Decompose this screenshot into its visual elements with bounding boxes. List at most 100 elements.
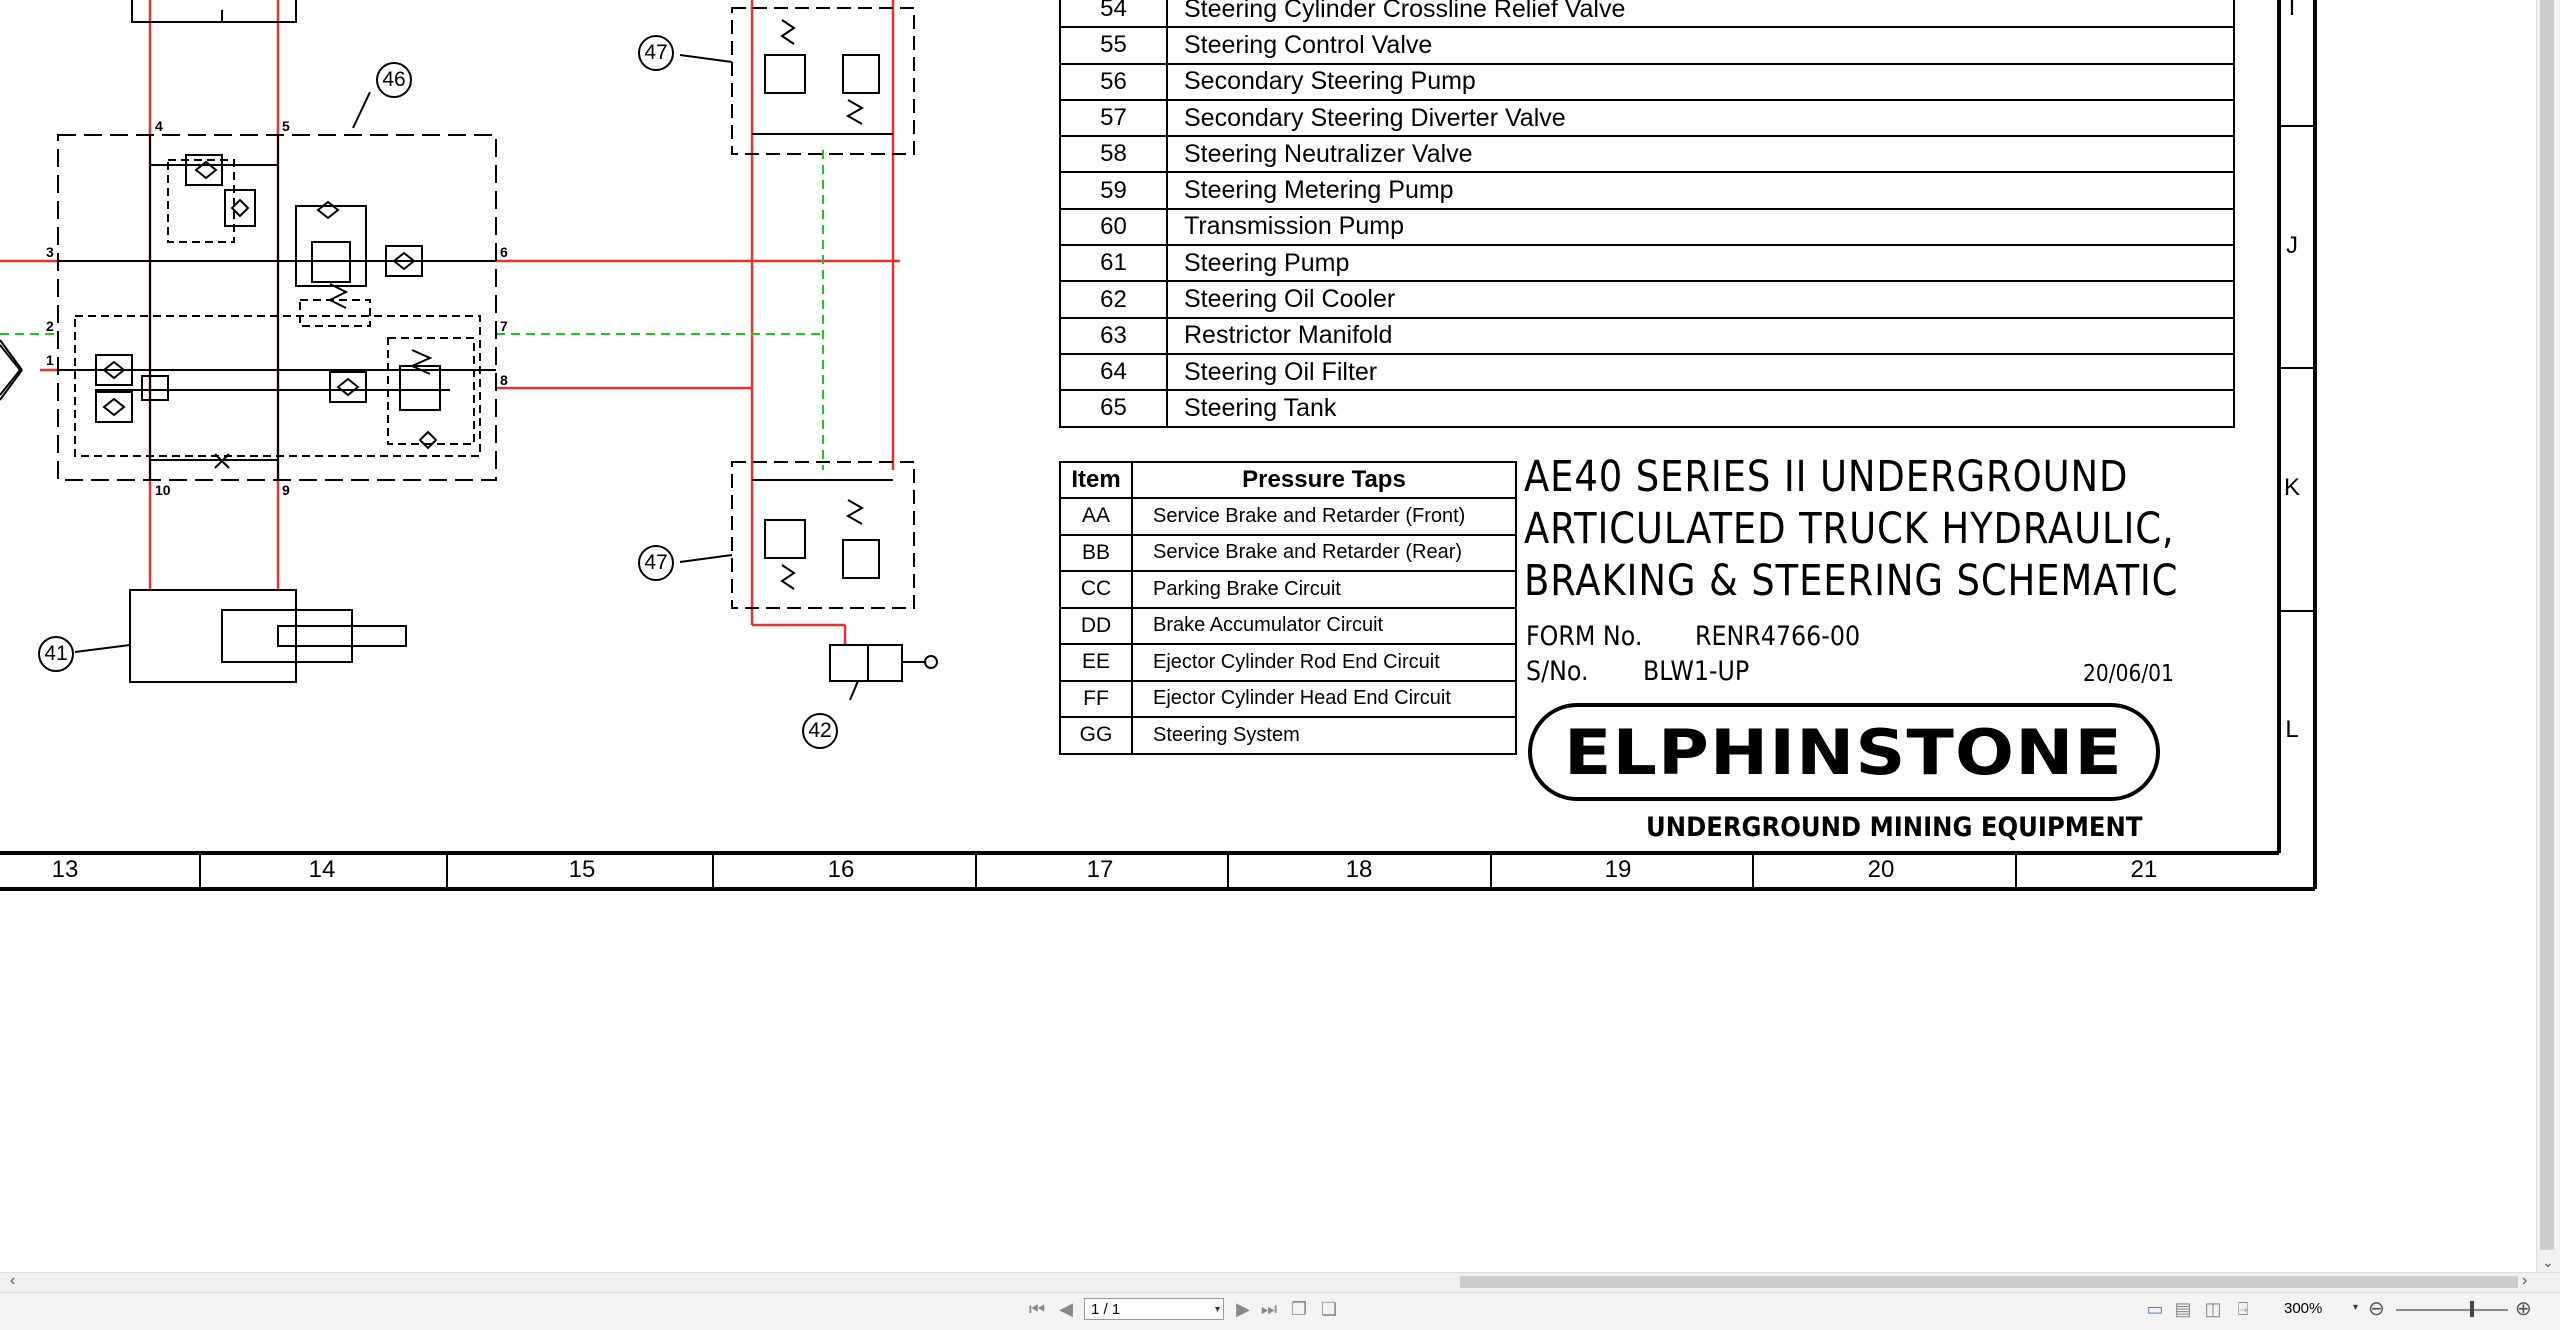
zoom-dropdown-icon[interactable]: ▾ bbox=[2353, 1302, 2359, 1313]
two-page-view-icon[interactable]: ◫ bbox=[2204, 1299, 2222, 1319]
part-name: Steering Tank bbox=[1166, 389, 2235, 428]
zoom-level[interactable]: 300% bbox=[2284, 1300, 2323, 1317]
port-label-1: 1 bbox=[46, 352, 54, 368]
scroll-right-arrow-icon[interactable]: › bbox=[2522, 1272, 2528, 1289]
zoom-slider-thumb[interactable] bbox=[2470, 1301, 2474, 1317]
taps-header-item: Item bbox=[1059, 461, 1133, 499]
drawing-date: 20/06/01 bbox=[2083, 661, 2174, 687]
callout-41: 41 bbox=[38, 636, 74, 672]
callout-42: 42 bbox=[802, 713, 838, 749]
vertical-scroll-thumb[interactable] bbox=[2540, 0, 2554, 1250]
tap-description: Ejector Cylinder Rod End Circuit bbox=[1131, 643, 1517, 682]
page-number-field[interactable]: 1 / 1 ▾ bbox=[1084, 1298, 1224, 1320]
tap-description: Steering System bbox=[1131, 716, 1517, 755]
zoom-in-icon[interactable]: ⊕ bbox=[2515, 1298, 2532, 1320]
page-view-icon[interactable]: ❏ bbox=[1320, 1299, 1338, 1319]
port-label-5: 5 bbox=[282, 118, 290, 134]
grid-row-k: K bbox=[2283, 474, 2300, 501]
next-page-icon[interactable]: ▶ bbox=[1236, 1299, 1250, 1319]
callout-46: 46 bbox=[376, 62, 412, 98]
horizontal-scroll-thumb[interactable] bbox=[1460, 1276, 2518, 1288]
copy-pages-icon[interactable]: ❐ bbox=[1290, 1299, 1308, 1319]
part-name: Steering Oil Cooler bbox=[1166, 280, 2235, 319]
taps-header-title: Pressure Taps bbox=[1131, 461, 1517, 499]
grid-col-15: 15 bbox=[568, 856, 596, 883]
grid-col-16: 16 bbox=[827, 856, 855, 883]
tap-item-code: FF bbox=[1059, 679, 1133, 718]
grid-col-21: 21 bbox=[2130, 856, 2158, 883]
tap-description: Parking Brake Circuit bbox=[1131, 570, 1517, 609]
part-number: 59 bbox=[1059, 171, 1168, 210]
port-label-7: 7 bbox=[500, 318, 508, 334]
page-dropdown-icon[interactable]: ▾ bbox=[1214, 1304, 1220, 1315]
zoom-slider[interactable] bbox=[2396, 1309, 2508, 1311]
grid-row-l: L bbox=[2285, 716, 2299, 743]
grid-row-i: I bbox=[2288, 0, 2296, 21]
tap-description: Brake Accumulator Circuit bbox=[1131, 606, 1517, 645]
part-number: 65 bbox=[1059, 389, 1168, 428]
part-name: Secondary Steering Pump bbox=[1166, 62, 2235, 101]
tap-item-code: DD bbox=[1059, 606, 1133, 645]
grid-row-j: J bbox=[2286, 232, 2298, 259]
port-label-2: 2 bbox=[46, 318, 54, 334]
part-name: Steering Pump bbox=[1166, 244, 2235, 283]
last-page-icon[interactable]: ⏭ bbox=[1260, 1299, 1278, 1319]
grid-col-18: 18 bbox=[1345, 856, 1373, 883]
page-indicator: 1 / 1 bbox=[1091, 1301, 1121, 1318]
port-label-4: 4 bbox=[155, 118, 163, 134]
fit-page-icon[interactable]: ⍈ bbox=[2237, 1299, 2249, 1319]
grid-col-19: 19 bbox=[1604, 856, 1632, 883]
part-number: 61 bbox=[1059, 244, 1168, 283]
grid-col-20: 20 bbox=[1867, 856, 1895, 883]
part-name: Steering Oil Filter bbox=[1166, 352, 2235, 392]
tap-description: Service Brake and Retarder (Rear) bbox=[1131, 533, 1517, 572]
scroll-down-arrow-icon[interactable]: ⌄ bbox=[2542, 1254, 2554, 1270]
tap-item-code: BB bbox=[1059, 533, 1133, 572]
elphinstone-logo: ELPHINSTONE bbox=[1528, 703, 2160, 801]
port-label-8: 8 bbox=[500, 372, 508, 388]
serial-number: BLW1-UP bbox=[1643, 656, 1750, 687]
tap-item-code: AA bbox=[1059, 497, 1133, 536]
logo-text: ELPHINSTONE bbox=[1564, 715, 2124, 789]
tap-item-code: CC bbox=[1059, 570, 1133, 609]
part-number: 58 bbox=[1059, 135, 1168, 174]
part-name: Steering Neutralizer Valve bbox=[1166, 135, 2235, 174]
part-number: 64 bbox=[1059, 352, 1168, 392]
part-number: 57 bbox=[1059, 98, 1168, 138]
port-label-6: 6 bbox=[500, 244, 508, 260]
first-page-icon[interactable]: ⏮ bbox=[1028, 1299, 1046, 1319]
part-number: 55 bbox=[1059, 26, 1168, 65]
continuous-view-icon[interactable]: ▤ bbox=[2174, 1299, 2192, 1319]
port-label-10: 10 bbox=[155, 482, 171, 498]
port-label-9: 9 bbox=[282, 482, 290, 498]
tap-description: Service Brake and Retarder (Front) bbox=[1131, 497, 1517, 536]
port-label-3: 3 bbox=[46, 244, 54, 260]
previous-page-icon[interactable]: ◀ bbox=[1059, 1299, 1073, 1319]
callout-47-bottom: 47 bbox=[638, 545, 674, 581]
part-number: 60 bbox=[1059, 207, 1168, 247]
title-line-2: ARTICULATED TRUCK HYDRAULIC, bbox=[1524, 504, 2175, 554]
single-page-view-icon[interactable]: ▭ bbox=[2146, 1299, 2164, 1319]
viewer-status-bar bbox=[0, 1292, 2560, 1330]
grid-col-13: 13 bbox=[51, 856, 79, 883]
part-number: 56 bbox=[1059, 62, 1168, 101]
part-number: 63 bbox=[1059, 316, 1168, 355]
part-name: Steering Metering Pump bbox=[1166, 171, 2235, 210]
scroll-left-arrow-icon[interactable]: ‹ bbox=[10, 1272, 16, 1289]
callout-47-top: 47 bbox=[638, 35, 674, 71]
zoom-out-icon[interactable]: ⊖ bbox=[2368, 1298, 2385, 1320]
company-tagline: UNDERGROUND MINING EQUIPMENT bbox=[1646, 812, 2143, 843]
tap-item-code: GG bbox=[1059, 716, 1133, 755]
